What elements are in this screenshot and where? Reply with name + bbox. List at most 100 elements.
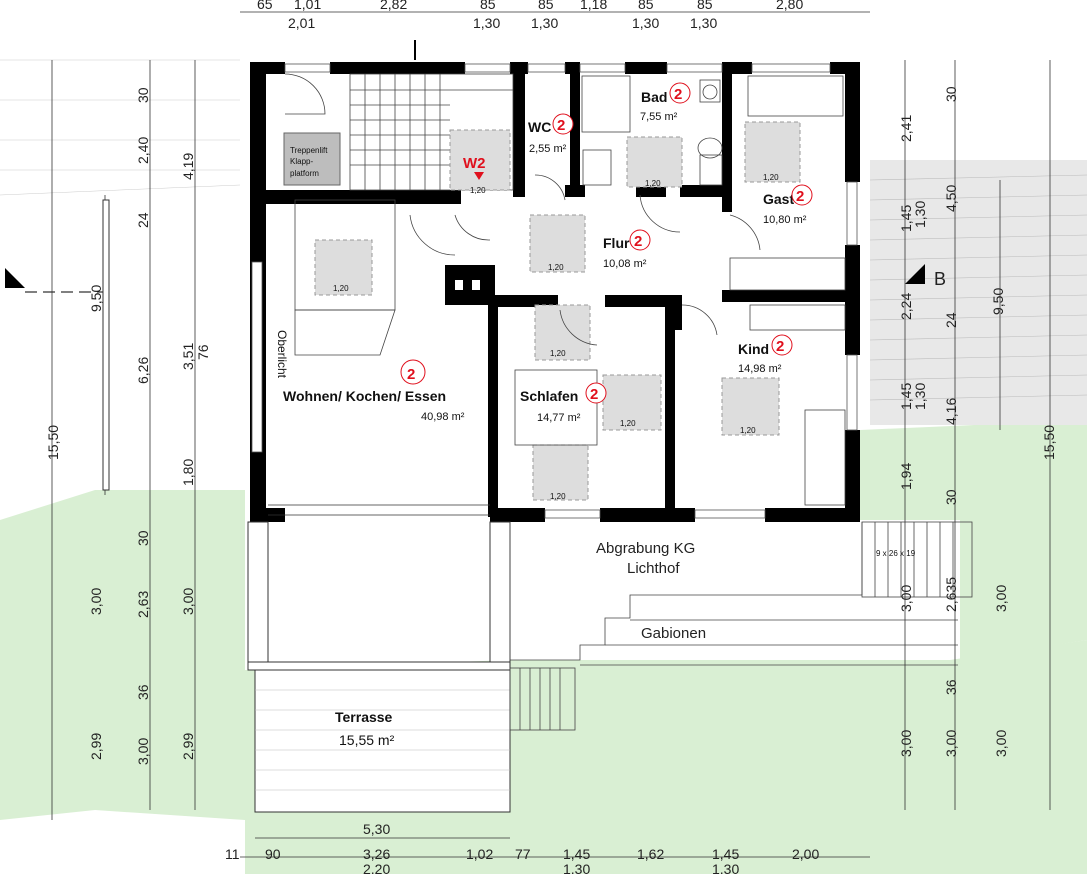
svg-text:1,45: 1,45	[712, 846, 739, 862]
svg-text:30: 30	[135, 530, 151, 546]
svg-text:1,30: 1,30	[912, 201, 928, 228]
chimney-opening-1	[455, 280, 463, 290]
svg-text:3,00: 3,00	[180, 588, 196, 615]
right-dimension-texts: 30 2,41 4,50 1,45 1,30 2,24 24 9,50 1,45…	[898, 86, 1057, 757]
room-flur-name: Flur	[603, 235, 630, 251]
svg-text:1,45: 1,45	[898, 205, 914, 232]
svg-text:2: 2	[557, 117, 565, 134]
svg-text:5,30: 5,30	[363, 821, 390, 837]
svg-text:3,00: 3,00	[135, 738, 151, 765]
svg-text:1,20: 1,20	[470, 186, 486, 195]
svg-text:1,01: 1,01	[294, 0, 321, 12]
svg-text:1,30: 1,30	[531, 15, 558, 31]
room-gast-name: Gast	[763, 191, 794, 207]
svg-text:2,41: 2,41	[898, 115, 914, 142]
windows	[251, 63, 858, 519]
room-terrasse-area: 15,55 m²	[339, 732, 395, 748]
svg-text:2,80: 2,80	[776, 0, 803, 12]
bath-fixtures	[294, 75, 846, 506]
svg-text:2,82: 2,82	[380, 0, 407, 12]
treppenlift-label-3: platform	[290, 169, 319, 178]
svg-text:1,20: 1,20	[333, 284, 349, 293]
svg-text:2: 2	[407, 366, 415, 383]
svg-text:3,00: 3,00	[993, 585, 1009, 612]
svg-text:2: 2	[634, 233, 642, 250]
room-kind-area: 14,98 m²	[738, 363, 782, 375]
top-dimension-texts: 65 1,01 2,82 85 85 1,18 85 85 2,80 2,01 …	[257, 0, 803, 31]
gabionen-label: Gabionen	[641, 625, 706, 642]
marker-gast: 2	[791, 184, 813, 206]
room-schlafen-area: 14,77 m²	[537, 412, 581, 424]
svg-text:2,24: 2,24	[898, 293, 914, 320]
marker-wc: 2	[552, 113, 574, 135]
svg-text:3,00: 3,00	[943, 730, 959, 757]
marker-flur: 2	[629, 229, 651, 251]
svg-text:2,20: 2,20	[363, 861, 390, 874]
terrace-planks	[255, 689, 510, 791]
svg-text:30: 30	[943, 489, 959, 505]
svg-text:1,02: 1,02	[466, 846, 493, 862]
svg-text:3,00: 3,00	[898, 730, 914, 757]
section-b-label: B	[934, 269, 946, 289]
room-bad-name: Bad	[641, 89, 667, 105]
svg-text:2: 2	[590, 386, 598, 403]
svg-text:1,30: 1,30	[632, 15, 659, 31]
svg-text:6,26: 6,26	[135, 357, 151, 384]
svg-text:11: 11	[225, 846, 240, 862]
bottom-dimension-texts: 5,30 11 90 3,26 1,02 77 1,45 1,62 1,45 2…	[225, 821, 819, 874]
marker-wohnen: 2	[400, 359, 426, 385]
svg-text:85: 85	[638, 0, 654, 12]
svg-text:2: 2	[796, 188, 804, 205]
svg-text:1,20: 1,20	[550, 349, 566, 358]
red-markers: 2 2 2 2 2 2 2 W2	[400, 82, 813, 404]
clearance-dimension-labels: 1,20 1,20 1,20 1,20 1,20 1,20 1,20 1,20 …	[333, 173, 779, 501]
room-bad-area: 7,55 m²	[640, 111, 678, 123]
svg-text:9,50: 9,50	[88, 285, 104, 312]
room-terrasse-name: Terrasse	[335, 709, 393, 725]
svg-text:2,63: 2,63	[135, 591, 151, 618]
svg-text:2,40: 2,40	[135, 137, 151, 164]
svg-text:30: 30	[943, 86, 959, 102]
hatched-terrain-right	[870, 160, 1087, 425]
svg-text:77: 77	[515, 846, 531, 862]
svg-text:1,20: 1,20	[620, 419, 636, 428]
svg-text:4,19: 4,19	[180, 153, 196, 180]
section-arrow-left-icon	[5, 268, 25, 288]
svg-text:24: 24	[943, 312, 959, 328]
staircase	[349, 73, 514, 191]
stairs-note: 9 x 26 x 19	[876, 549, 916, 558]
svg-text:15,50: 15,50	[45, 425, 61, 460]
svg-text:1,30: 1,30	[712, 861, 739, 874]
marker-schlafen: 2	[585, 382, 607, 404]
section-arrow-right-icon	[905, 264, 925, 284]
wall-column-left	[102, 199, 110, 491]
room-kind-name: Kind	[738, 341, 769, 357]
lichthof-label: Lichthof	[627, 560, 680, 577]
terrain-hatching	[869, 174, 1087, 401]
svg-text:3,26: 3,26	[363, 846, 390, 862]
svg-text:36: 36	[135, 684, 151, 700]
stair-lift-platform	[283, 132, 341, 186]
lawn-right	[860, 420, 1087, 660]
svg-text:1,30: 1,30	[912, 383, 928, 410]
svg-text:2: 2	[776, 338, 784, 355]
room-gast-area: 10,80 m²	[763, 214, 807, 226]
svg-text:30: 30	[135, 87, 151, 103]
svg-text:1,30: 1,30	[473, 15, 500, 31]
treppenlift-label-2: Klapp-	[290, 157, 313, 166]
marker-w2: W2	[463, 155, 486, 172]
svg-text:76: 76	[195, 344, 211, 360]
lawn-left	[0, 490, 245, 820]
w2-arrow-icon	[474, 172, 484, 180]
svg-text:1,62: 1,62	[637, 846, 664, 862]
marker-kind: 2	[771, 334, 793, 356]
oberlicht-label: Oberlicht	[275, 330, 289, 379]
svg-text:85: 85	[697, 0, 713, 12]
svg-text:3,00: 3,00	[993, 730, 1009, 757]
svg-text:1,80: 1,80	[180, 459, 196, 486]
svg-text:1,30: 1,30	[690, 15, 717, 31]
interior-walls	[266, 62, 847, 517]
svg-text:24: 24	[135, 212, 151, 228]
outdoor-stairs	[509, 667, 576, 731]
